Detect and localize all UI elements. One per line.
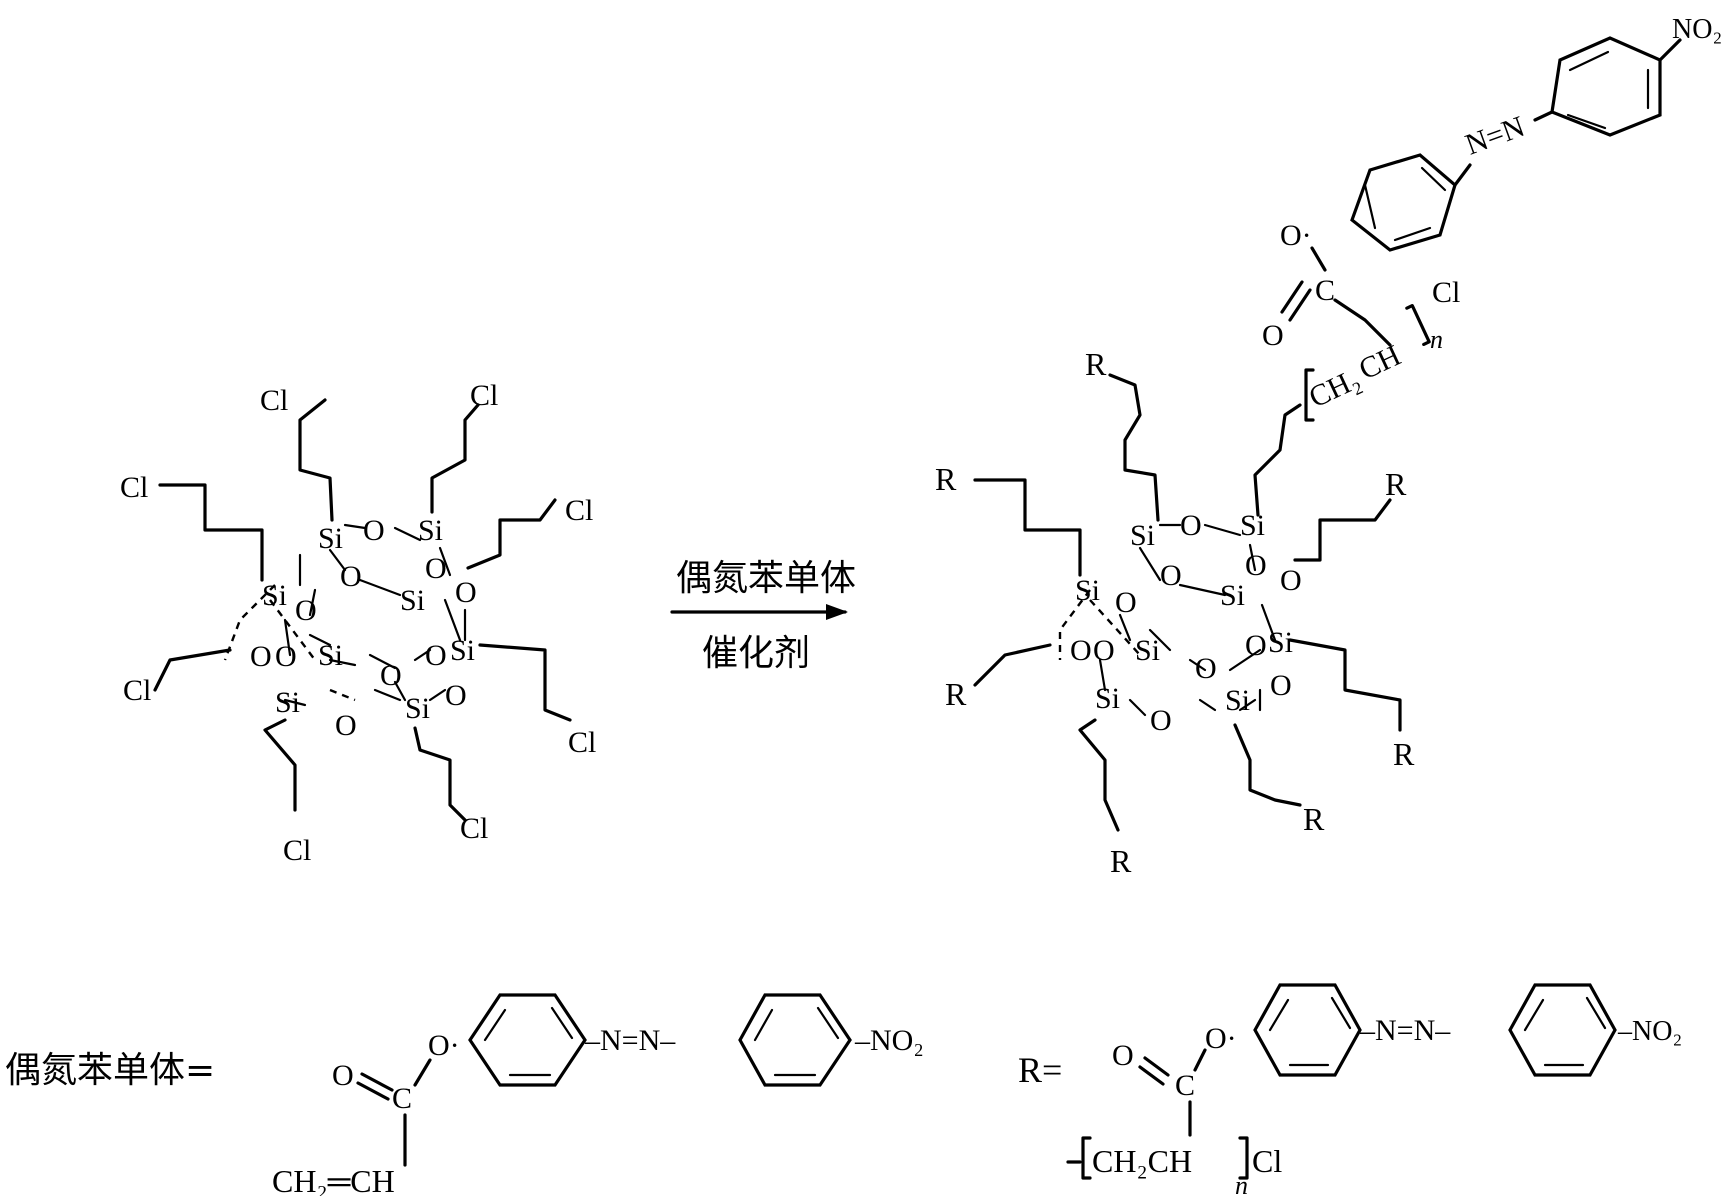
monomer-label: 偶氮苯单体= <box>5 1050 215 1091</box>
reactant-poss-cage: Si O Si O Si O Si O O Si O O Si O O Si O… <box>120 379 596 867</box>
si-atom: Si <box>450 634 475 667</box>
o-atom: O <box>1150 704 1172 737</box>
cl-atom: Cl <box>1432 276 1460 309</box>
o-atom: O <box>340 560 362 593</box>
nitro-group: –NO₂ <box>854 1024 924 1057</box>
o-atom: O <box>455 576 477 609</box>
si-atom: Si <box>1135 634 1160 667</box>
r-group: R <box>935 461 957 497</box>
product-poss-cage: Si O Si O Si O Si O O Si O O Si O O O Si… <box>935 14 1722 879</box>
si-atom: Si <box>1220 579 1245 612</box>
o-atom: O <box>445 679 467 712</box>
carbonyl-c: C <box>1315 274 1335 307</box>
o-atom: O <box>335 709 357 742</box>
azo-group: –N=N– <box>584 1024 676 1057</box>
o-atom: O <box>1245 549 1267 582</box>
o-atom: O <box>250 640 272 673</box>
r-group: R <box>945 676 967 712</box>
si-atom: Si <box>275 686 300 719</box>
o-atom: O <box>295 594 317 627</box>
o-atom: O <box>1070 634 1092 667</box>
r-label: R= <box>1018 1050 1062 1090</box>
r-group: R <box>1085 346 1107 382</box>
o-atom: O <box>1115 586 1137 619</box>
azo-group: –N=N– <box>1359 1014 1451 1047</box>
cl-atom: Cl <box>283 834 311 867</box>
r-group: R <box>1303 801 1325 837</box>
si-atom: Si <box>318 639 343 672</box>
reaction-arrow: 偶氮苯单体 催化剂 <box>670 558 856 674</box>
nitro-group: NO₂ <box>1672 14 1722 45</box>
polymer-unit: CH₂CH <box>1092 1143 1192 1179</box>
cl-atom: Cl <box>123 674 151 707</box>
si-atom: Si <box>405 692 430 725</box>
o-atom: O <box>1270 669 1292 702</box>
ester-o: O· <box>428 1029 460 1062</box>
si-atom: Si <box>1240 509 1265 542</box>
cl-atom: Cl <box>565 494 593 527</box>
si-atom: Si <box>1130 519 1155 552</box>
si-atom: Si <box>1075 574 1100 607</box>
ester-o: O· <box>1205 1022 1237 1055</box>
nitro-group: –NO₂ <box>1617 1016 1682 1047</box>
o-atom: O <box>425 552 447 585</box>
cl-atom: Cl <box>470 379 498 412</box>
subscript-n: n <box>1430 325 1443 354</box>
ester-o: O· <box>1280 219 1312 252</box>
r-group: R <box>1385 466 1407 502</box>
o-atom: O <box>1195 652 1217 685</box>
o-atom: O <box>380 659 402 692</box>
cl-atom: Cl <box>568 726 596 759</box>
r-group: R <box>1393 736 1415 772</box>
subscript-n: n <box>1235 1171 1248 1196</box>
reagent-label-bottom: 催化剂 <box>702 633 810 674</box>
polymer-unit: CH <box>1354 339 1406 387</box>
cl-atom: Cl <box>460 812 488 845</box>
si-atom: Si <box>1268 626 1293 659</box>
si-atom: Si <box>1225 684 1250 717</box>
carbonyl-o: O <box>1262 319 1284 352</box>
o-atom: O <box>1093 634 1115 667</box>
o-atom: O <box>1245 629 1267 662</box>
si-atom: Si <box>400 584 425 617</box>
azo-group: N=N <box>1461 110 1529 162</box>
si-atom: Si <box>318 522 343 555</box>
carbonyl-c: C <box>392 1082 412 1115</box>
vinyl-group: CH₂═CH <box>272 1163 395 1196</box>
monomer-definition: 偶氮苯单体= O C O· CH₂═CH –N=N– –NO₂ <box>5 993 924 1196</box>
si-atom: Si <box>1095 682 1120 715</box>
si-atom: Si <box>418 514 443 547</box>
carbonyl-c: C <box>1175 1069 1195 1102</box>
o-atom: O <box>425 639 447 672</box>
r-definition: R= O C O· CH₂CH n Cl –N=N– –NO₂ <box>1018 983 1682 1196</box>
reagent-label-top: 偶氮苯单体 <box>676 558 856 599</box>
si-atom: Si <box>262 579 287 612</box>
o-atom: O <box>275 640 297 673</box>
cl-atom: Cl <box>260 384 288 417</box>
cl-atom: Cl <box>120 471 148 504</box>
o-atom: O <box>1180 509 1202 542</box>
r-group: R <box>1110 843 1132 879</box>
o-atom: O <box>1280 564 1302 597</box>
carbonyl-o: O <box>332 1059 354 1092</box>
carbonyl-o: O <box>1112 1039 1134 1072</box>
o-atom: O <box>363 514 385 547</box>
cl-atom: Cl <box>1252 1143 1282 1179</box>
o-atom: O <box>1160 559 1182 592</box>
